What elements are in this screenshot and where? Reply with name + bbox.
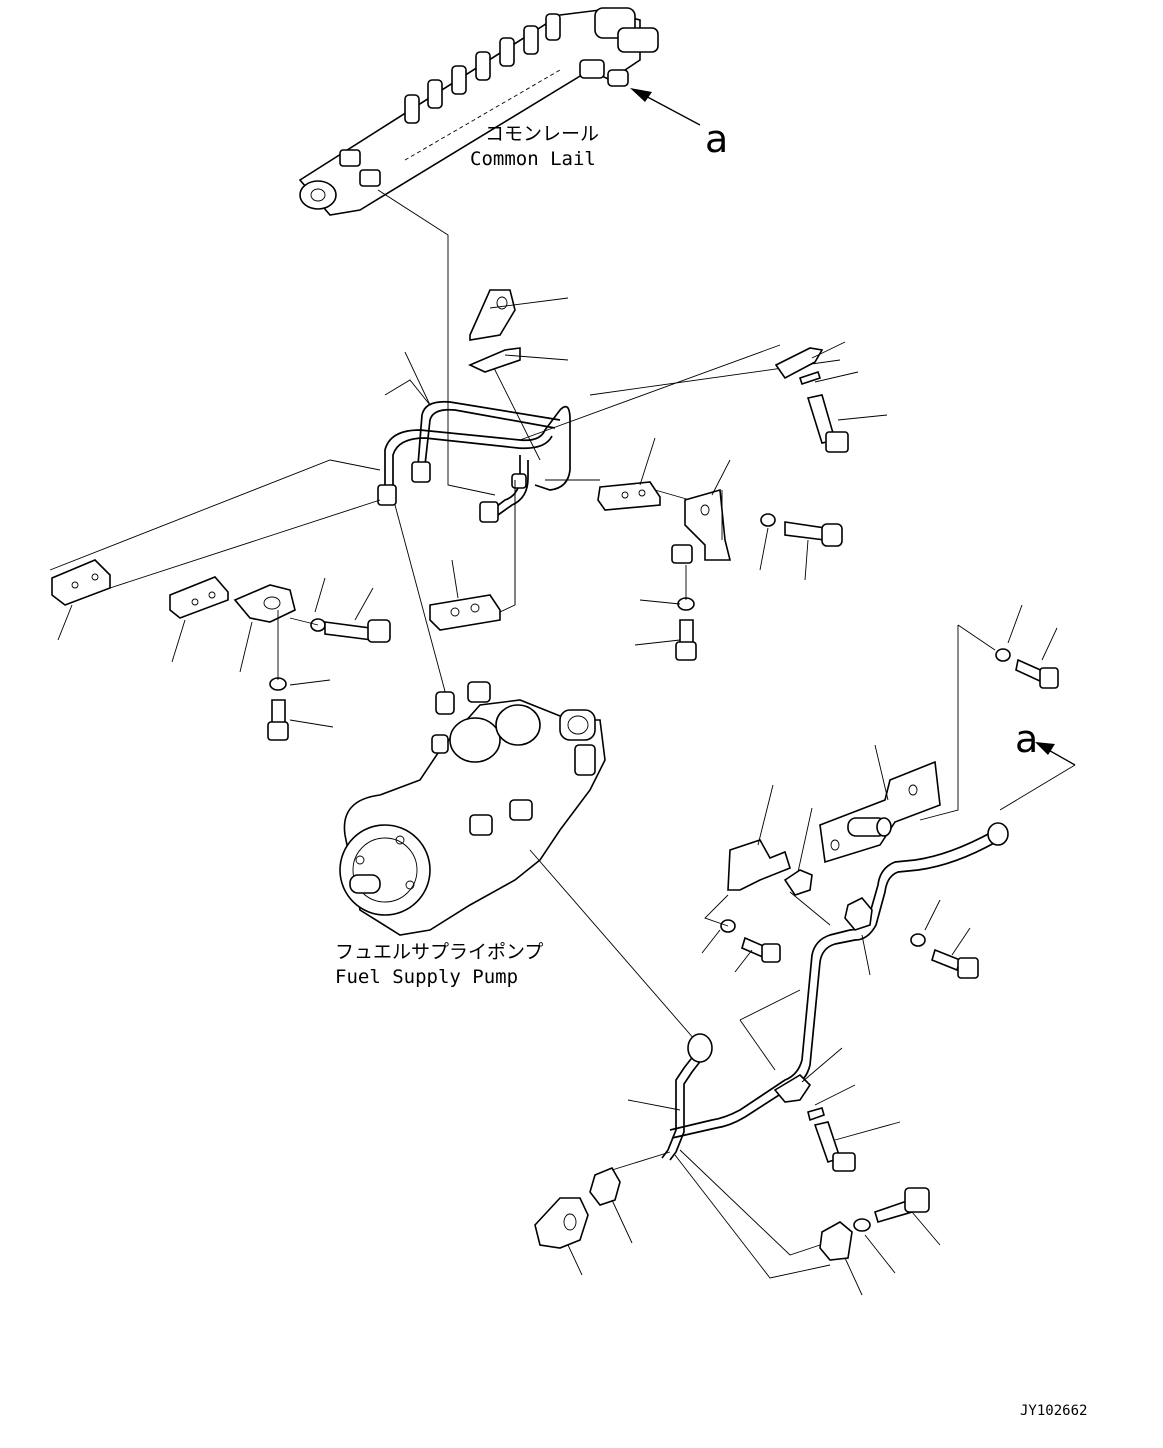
arrow-a-top [630, 88, 701, 126]
arrow-a-right-label: a [1015, 717, 1038, 761]
fuel-pump-label-jp: フュエルサプライポンプ [335, 941, 543, 963]
high-pressure-pipes [377, 400, 571, 523]
return-pipe-upper [669, 822, 1009, 1139]
upper-clamps [429, 289, 849, 661]
return-pipe-lower [534, 1033, 930, 1261]
common-rail-label-en: Common Lail [470, 148, 596, 170]
fuel-pump-label-en: Fuel Supply Pump [335, 966, 518, 988]
upper-right-clamps [704, 839, 979, 979]
return-pipe-bracket [819, 760, 941, 864]
arrow-a-right [1035, 742, 1076, 766]
common-rail [298, 7, 659, 216]
fuel-supply-pump [339, 681, 606, 936]
drawing-id: JY102662 [1020, 1403, 1087, 1419]
arrow-a-top-label: a [705, 117, 728, 161]
right-bolts [919, 624, 1059, 821]
left-clamp-parts [51, 559, 391, 741]
common-rail-label-jp: コモンレール [485, 123, 599, 145]
